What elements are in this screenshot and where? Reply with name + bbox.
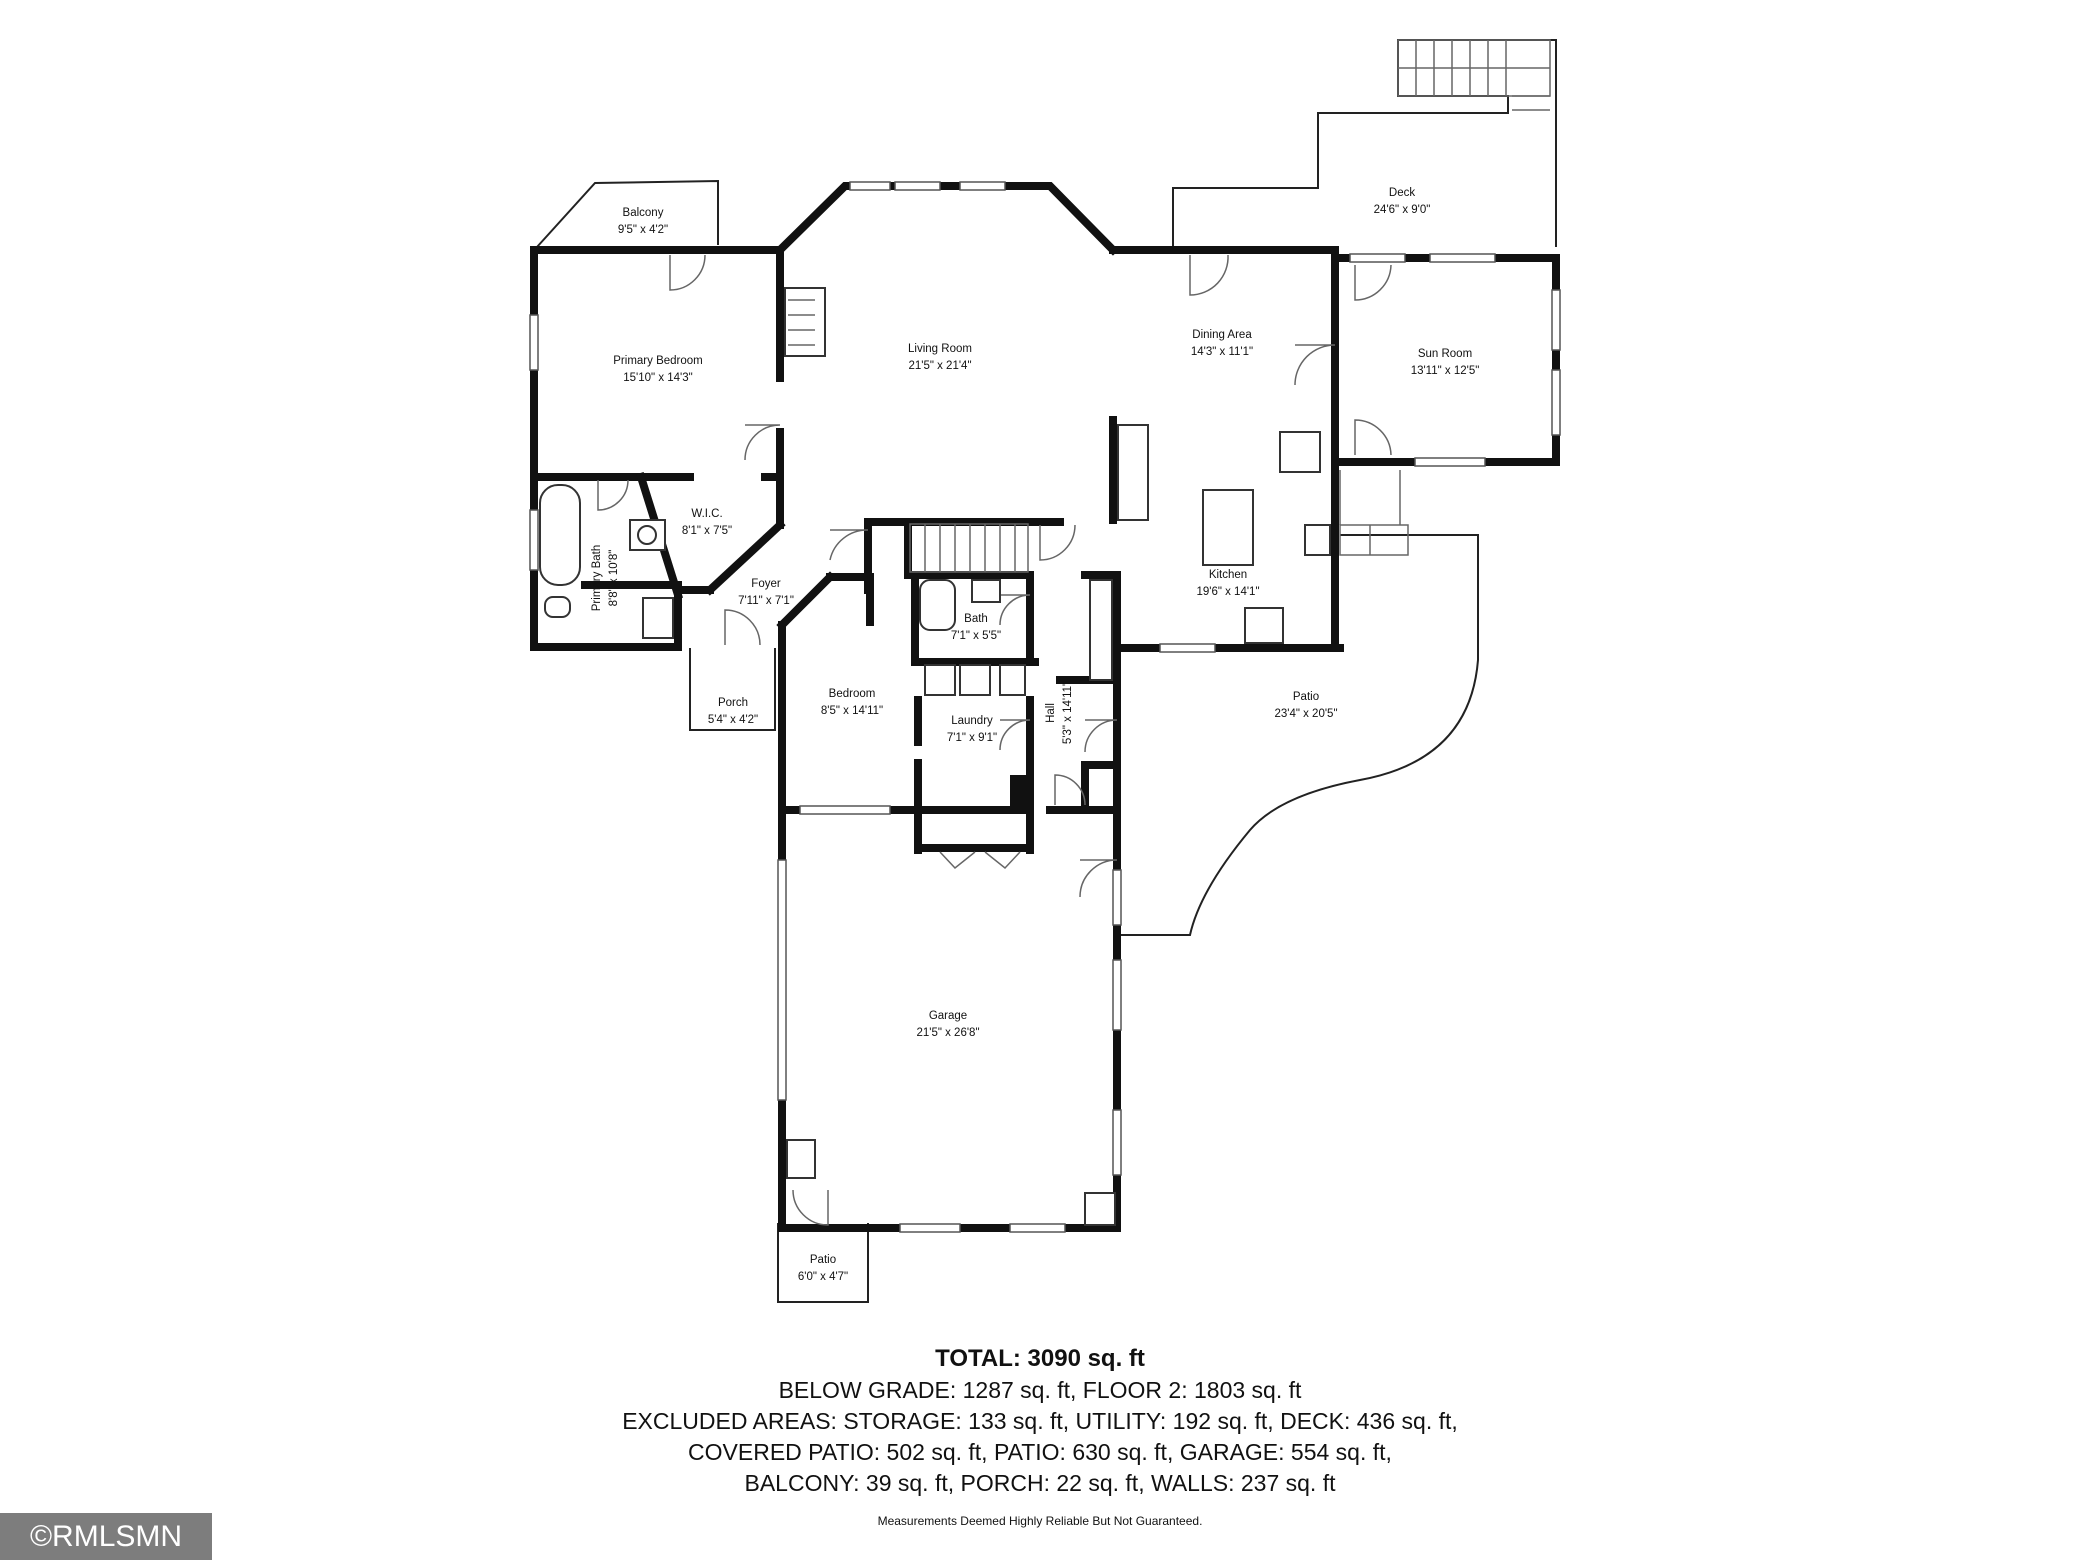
room-name: Kitchen [1209,569,1247,581]
washer-icon [924,664,956,696]
room-name: Garage [929,1010,967,1022]
storage-icon [786,1139,816,1179]
room-living-room: Living Room 21'5" x 21'4" [908,343,972,372]
room-patio: Patio 23'4" x 20'5" [1274,691,1337,720]
windows [529,181,1561,1233]
patio-steps [1339,470,1409,556]
fireplace-icon [784,287,826,357]
room-name: Hall [1045,703,1057,723]
exterior-outlines [536,39,1557,1303]
room-dimensions: 14'3" x 11'1" [1191,346,1253,358]
room-dimensions: 7'1" x 9'1" [947,732,997,744]
room-laundry: Laundry 7'1" x 9'1" [947,715,997,744]
area-summary-line: BELOW GRADE: 1287 sq. ft, FLOOR 2: 1803 … [778,1377,1302,1403]
utility-sink-icon [999,664,1026,696]
room-name: Primary Bedroom [613,355,702,367]
room-name: Porch [718,697,748,709]
room-name: Laundry [951,715,993,727]
room-dimensions: 5'4" x 4'2" [708,714,758,726]
balcony-outline [536,179,719,248]
room-name: Deck [1389,187,1415,199]
shower-icon [642,597,674,639]
room-sun-room: Sun Room 13'11" x 12'5" [1411,348,1480,377]
room-dimensions: 6'0" x 4'7" [798,1271,848,1283]
bathtub-icon [539,484,581,586]
room-foyer: Foyer 7'11" x 7'1" [738,578,794,607]
room-dimensions: 7'11" x 7'1" [738,595,794,607]
room-primary-bedroom: Primary Bedroom 15'10" x 14'3" [613,355,702,384]
room-deck: Deck 24'6" x 9'0" [1374,187,1431,216]
room-name: Foyer [751,578,781,590]
room-dimensions: 8'1" x 7'5" [682,525,732,537]
garage-storage-icon [1084,1192,1116,1226]
room-dimensions: 5'3" x 14'11" [1062,682,1074,744]
fixtures [539,287,1331,1226]
closet-icon [1089,579,1113,681]
toilet-icon [544,596,571,618]
area-summary-line: BALCONY: 39 sq. ft, PORCH: 22 sq. ft, WA… [744,1470,1336,1496]
room-name: Patio [1293,691,1319,703]
room-name: Balcony [623,207,664,219]
fridge-icon [1279,431,1321,473]
small-patio-outline [777,1223,869,1303]
doors [597,254,1392,1226]
room-name: Living Room [908,343,972,355]
room-hall: Hall 5'3" x 14'11" [1045,682,1074,744]
area-summary-line: EXCLUDED AREAS: STORAGE: 133 sq. ft, UTI… [622,1408,1458,1434]
room-name: Dining Area [1192,329,1252,341]
room-dimensions: 8'5" x 14'11" [821,705,883,717]
deck-outline [1172,39,1557,247]
patio-outline [1120,534,1479,936]
room-dimensions: 15'10" x 14'3" [623,372,692,384]
room-porch: Porch 5'4" x 4'2" [708,697,758,726]
room-dimensions: 7'1" x 5'5" [951,630,1001,642]
room-dining-area: Dining Area 14'3" x 11'1" [1191,329,1253,358]
kitchen-sink-icon [1304,524,1331,556]
counter-icon [1117,424,1149,521]
room-patio-small: Patio 6'0" x 4'7" [798,1254,848,1283]
room-name: Patio [810,1254,836,1266]
room-kitchen: Kitchen 19'6" x 14'1" [1196,569,1259,598]
room-dimensions: 13'11" x 12'5" [1411,365,1480,377]
room-dimensions: 19'6" x 14'1" [1196,586,1259,598]
room-primary-bath: Primary Bath 8'8" x 10'8" [591,545,620,611]
room-wic: W.I.C. 8'1" x 7'5" [682,508,732,537]
room-dimensions: 9'5" x 4'2" [618,224,668,236]
room-name: Bath [964,613,988,625]
dryer-icon [959,664,991,696]
room-bedroom: Bedroom 8'5" x 14'11" [821,688,883,717]
room-name: W.I.C. [691,508,722,520]
total-area: TOTAL: 3090 sq. ft [935,1345,1145,1372]
disclaimer: Measurements Deemed Highly Reliable But … [877,1514,1203,1528]
porch-outline [689,648,776,731]
room-balcony: Balcony 9'5" x 4'2" [618,207,668,236]
room-bath: Bath 7'1" x 5'5" [951,613,1001,642]
bath-sink-icon [971,579,1001,603]
deck-stairs [1397,39,1551,111]
room-dimensions: 21'5" x 21'4" [908,360,971,372]
watermark: ©RMLSMN [0,1513,212,1560]
area-summary-line: COVERED PATIO: 502 sq. ft, PATIO: 630 sq… [688,1439,1392,1465]
kitchen-island-icon [1202,489,1254,566]
room-dimensions: 24'6" x 9'0" [1374,204,1431,216]
stove-icon [1244,607,1284,644]
room-dimensions: 23'4" x 20'5" [1274,708,1337,720]
staircase-icon [909,523,1029,573]
bath-tub-small-icon [919,579,956,631]
room-garage: Garage 21'5" x 26'8" [916,1010,979,1039]
room-name: Sun Room [1418,348,1472,360]
room-labels: Balcony 9'5" x 4'2" Primary Bedroom 15'1… [591,187,1479,1283]
room-dimensions: 8'8" x 10'8" [608,550,620,607]
room-dimensions: 21'5" x 26'8" [916,1027,979,1039]
room-name: Primary Bath [591,545,603,611]
room-name: Bedroom [829,688,876,700]
